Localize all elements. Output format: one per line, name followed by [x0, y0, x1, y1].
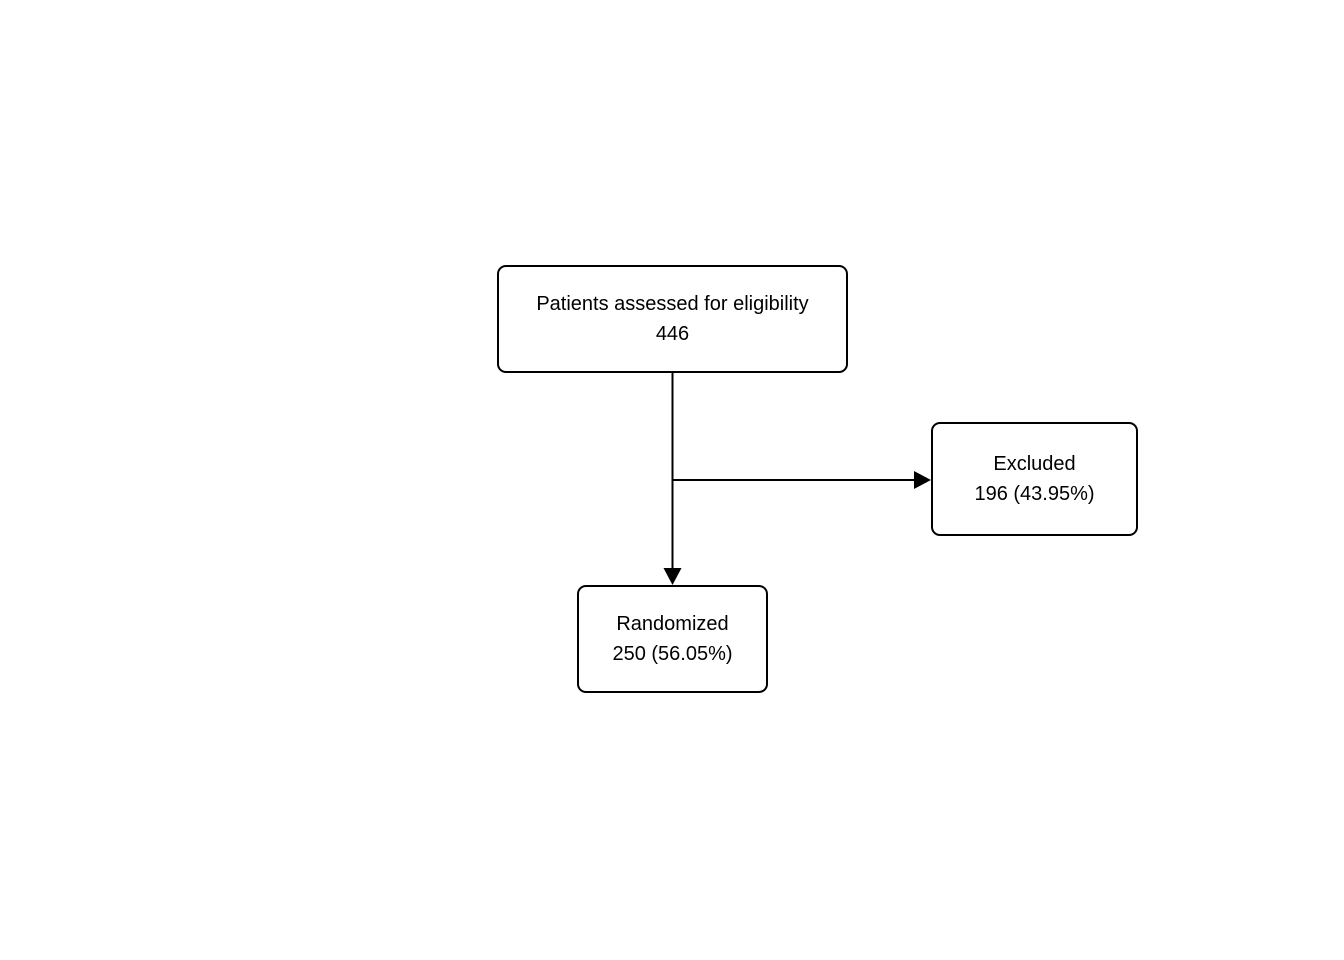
node-assessed-label: Patients assessed for eligibility	[536, 293, 809, 315]
node-randomized: Randomized 250 (56.05%)	[577, 585, 768, 693]
arrowhead-right-icon	[914, 471, 931, 489]
node-randomized-label: Randomized	[616, 613, 729, 635]
node-assessed-value: 446	[655, 323, 690, 345]
arrowhead-down-icon	[663, 568, 682, 585]
node-excluded-value: 196 (43.95%)	[974, 483, 1095, 505]
node-excluded: Excluded 196 (43.95%)	[931, 422, 1138, 536]
node-randomized-value: 250 (56.05%)	[612, 643, 733, 665]
node-assessed: Patients assessed for eligibility 446	[497, 265, 848, 373]
node-excluded-label: Excluded	[993, 453, 1076, 475]
